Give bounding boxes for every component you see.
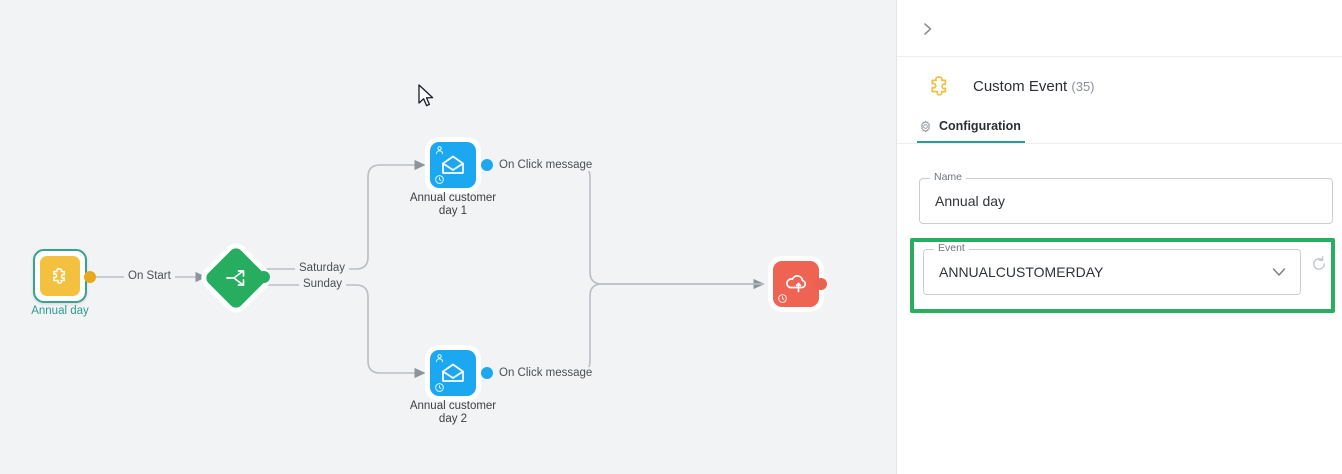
node-icon-tile bbox=[430, 350, 476, 396]
chevron-right-icon[interactable] bbox=[917, 18, 939, 40]
panel-topbar bbox=[897, 0, 1342, 57]
event-field-highlight bbox=[910, 238, 1335, 313]
node-output-port[interactable] bbox=[258, 271, 270, 283]
edge-label-saturday: Saturday bbox=[295, 262, 350, 274]
node-icon-tile bbox=[430, 142, 476, 188]
puzzle-icon bbox=[931, 76, 947, 96]
properties-panel: Custom Event (35) Configuration Name Ann… bbox=[896, 0, 1342, 474]
workflow-canvas[interactable]: Annual day bbox=[0, 0, 896, 474]
node-output-port[interactable] bbox=[815, 278, 827, 290]
node-output-port[interactable] bbox=[481, 367, 493, 379]
chevron-down-icon[interactable] bbox=[1271, 265, 1287, 283]
node-selection-outline bbox=[33, 249, 87, 303]
panel-title-count: (35) bbox=[1071, 78, 1095, 94]
name-field-label: Name bbox=[930, 171, 967, 183]
audience-icon bbox=[435, 354, 444, 363]
event-field[interactable]: Event ANNUALCUSTOMERDAY bbox=[923, 242, 1301, 295]
event-field-label: Event bbox=[934, 242, 969, 254]
name-field[interactable]: Name Annual day bbox=[919, 171, 1333, 224]
event-field-value[interactable]: ANNUALCUSTOMERDAY bbox=[939, 264, 1104, 280]
panel-title: Custom Event (35) bbox=[973, 78, 1095, 95]
edge-label-on-click-top: On Click message bbox=[495, 159, 597, 171]
split-arrows-icon bbox=[210, 252, 262, 304]
gear-icon bbox=[920, 119, 931, 133]
node-label: Annual day bbox=[31, 305, 89, 317]
mouse-cursor bbox=[418, 84, 434, 107]
tab-configuration[interactable]: Configuration bbox=[917, 111, 1025, 143]
event-field-outline bbox=[923, 249, 1301, 295]
node-label: Annual customer day 2 bbox=[409, 400, 497, 425]
refresh-icon[interactable] bbox=[1310, 255, 1328, 273]
clock-icon bbox=[435, 383, 444, 392]
name-field-outline bbox=[919, 178, 1333, 224]
clock-icon bbox=[435, 175, 444, 184]
edge-label-on-start: On Start bbox=[124, 270, 175, 282]
panel-title-text: Custom Event bbox=[973, 77, 1068, 95]
panel-tabs: Configuration bbox=[897, 111, 1342, 144]
tab-label: Configuration bbox=[939, 119, 1021, 133]
edge-label-on-click-bottom: On Click message bbox=[495, 367, 597, 379]
cloud-upload-icon bbox=[786, 275, 807, 293]
audience-icon bbox=[435, 146, 444, 155]
node-icon-tile bbox=[40, 256, 80, 296]
node-output-port[interactable] bbox=[481, 159, 493, 171]
node-output-port[interactable] bbox=[84, 271, 96, 283]
node-label: Annual customer day 1 bbox=[409, 192, 497, 217]
open-envelope-icon bbox=[442, 155, 464, 174]
puzzle-icon bbox=[53, 268, 66, 284]
name-field-value[interactable]: Annual day bbox=[935, 193, 1006, 209]
edge-label-sunday: Sunday bbox=[299, 278, 347, 290]
open-envelope-icon bbox=[442, 363, 464, 382]
panel-header: Custom Event (35) bbox=[897, 57, 1342, 111]
node-icon-tile bbox=[773, 261, 819, 307]
clock-icon bbox=[778, 294, 787, 303]
